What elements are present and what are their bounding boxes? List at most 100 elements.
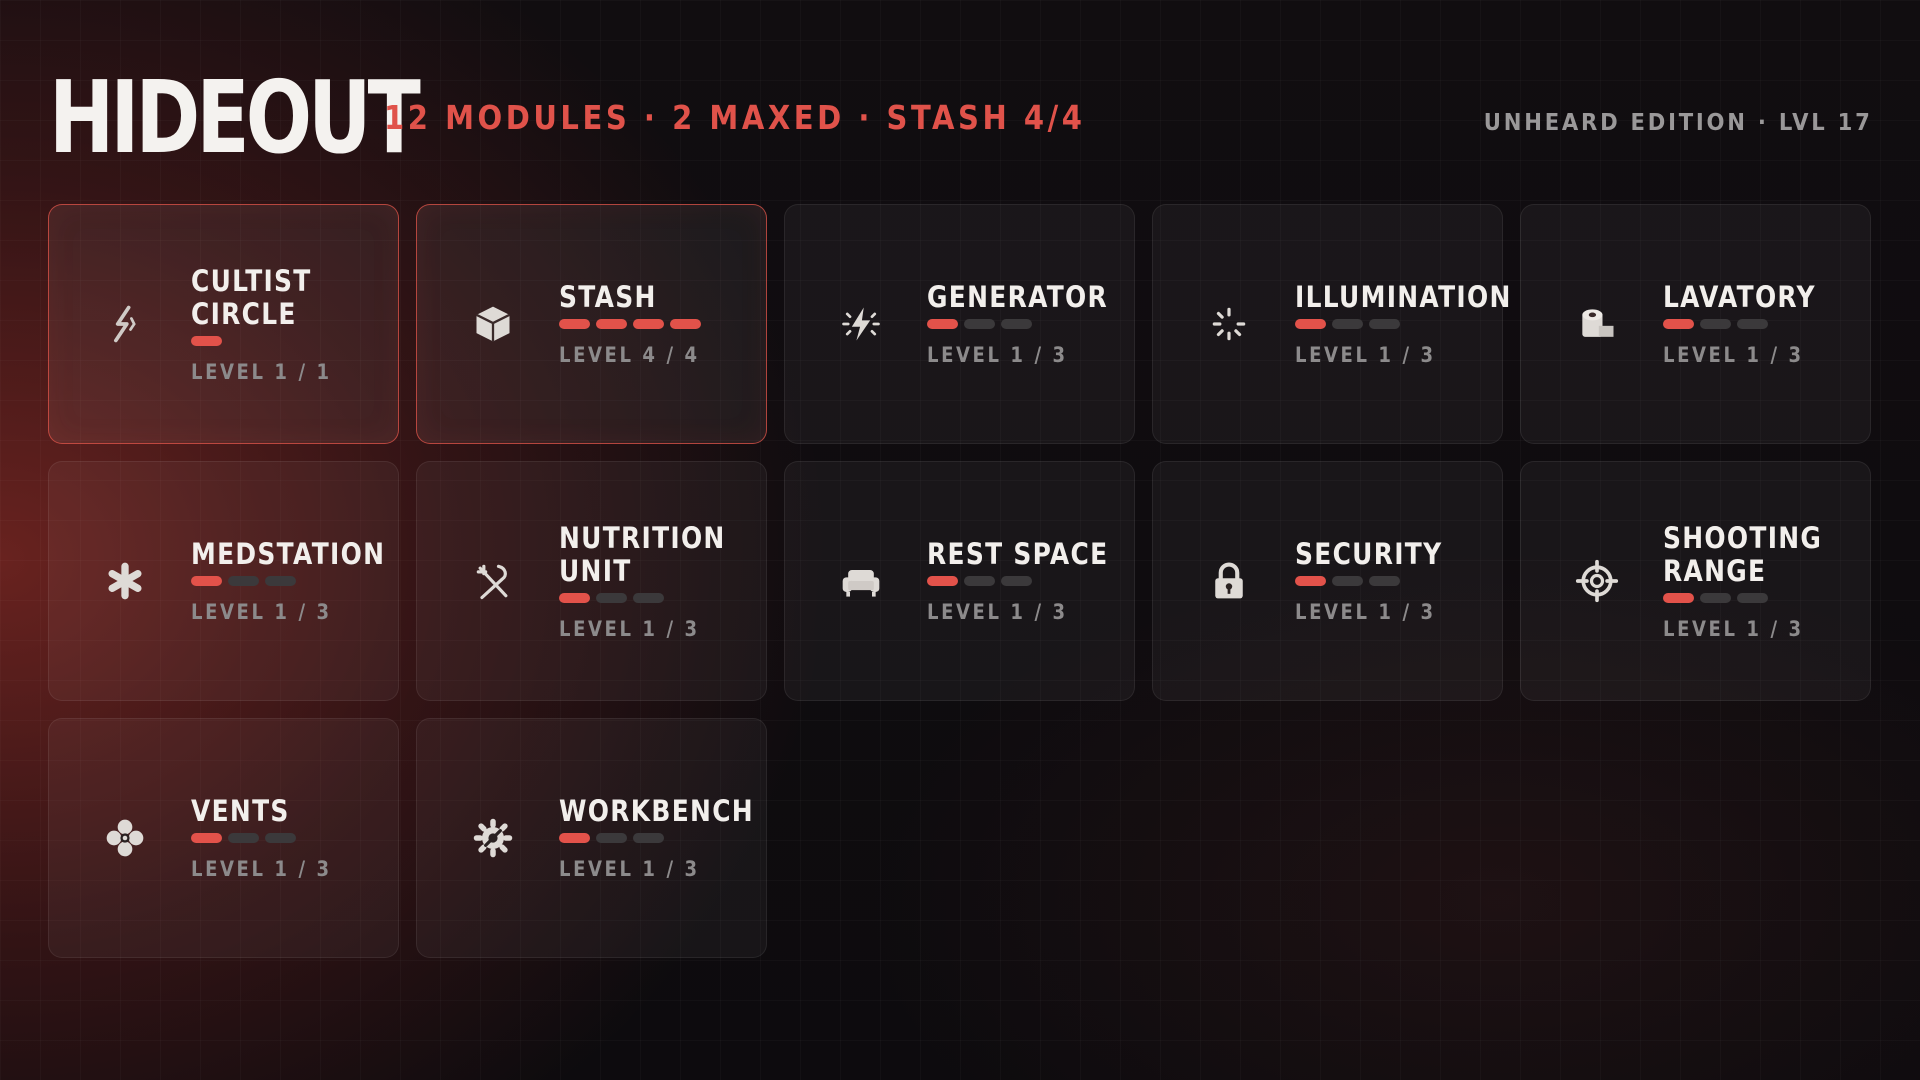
- module-card-medstation[interactable]: MEDSTATION LEVEL 1 / 3: [48, 461, 399, 701]
- level-pip-empty: [633, 833, 664, 843]
- module-level-label: LEVEL 1 / 3: [927, 600, 1068, 624]
- level-pip-empty: [596, 833, 627, 843]
- level-pip-empty: [1737, 319, 1768, 329]
- module-name: STASH: [559, 280, 657, 314]
- page-header: HIDEOUT 12 MODULES · 2 MAXED · STASH 4/4…: [49, 58, 1873, 178]
- medical-asterisk-icon: [101, 557, 149, 605]
- hideout-summary: 12 MODULES · 2 MAXED · STASH 4/4: [384, 98, 1086, 137]
- level-pip-empty: [1332, 319, 1363, 329]
- cultist-rune-icon: [101, 300, 149, 348]
- module-level-label: LEVEL 1 / 3: [927, 343, 1068, 367]
- level-pip-filled: [1663, 592, 1694, 603]
- module-info: MEDSTATION LEVEL 1 / 3: [191, 462, 388, 700]
- module-info: VENTS LEVEL 1 / 3: [191, 719, 388, 957]
- module-info: SHOOTING RANGE LEVEL 1 / 3: [1663, 462, 1860, 700]
- module-card-illumination[interactable]: ILLUMINATION LEVEL 1 / 3: [1152, 204, 1512, 444]
- level-pip-filled: [559, 319, 590, 329]
- module-level-label: LEVEL 1 / 3: [191, 857, 332, 881]
- module-card-workbench[interactable]: WORKBENCH LEVEL 1 / 3: [416, 718, 767, 958]
- level-pip-empty: [265, 576, 296, 586]
- level-progress: [559, 833, 756, 843]
- padlock-icon: [1205, 557, 1253, 605]
- level-pip-empty: [1332, 576, 1363, 586]
- module-level-label: LEVEL 1 / 3: [1295, 343, 1436, 367]
- module-info: SECURITY LEVEL 1 / 3: [1295, 462, 1492, 700]
- level-pip-filled: [1663, 319, 1694, 329]
- module-name: ILLUMINATION: [1295, 280, 1512, 314]
- level-progress: [191, 833, 388, 843]
- module-card-shooting-range[interactable]: SHOOTING RANGE LEVEL 1 / 3: [1520, 461, 1871, 701]
- module-card-vents[interactable]: VENTS LEVEL 1 / 3: [48, 718, 399, 958]
- level-pip-filled: [559, 592, 590, 603]
- module-card-cultist-circle[interactable]: CULTIST CIRCLE LEVEL 1 / 1: [48, 204, 399, 444]
- lightning-icon: [837, 300, 885, 348]
- module-info: GENERATOR LEVEL 1 / 3: [927, 205, 1124, 443]
- level-progress: [191, 335, 388, 346]
- level-pip-empty: [633, 592, 664, 603]
- level-pip-empty: [1001, 576, 1032, 586]
- level-pip-filled: [191, 833, 222, 843]
- edition-level-label: UNHEARD EDITION · LVL 17: [1484, 110, 1873, 136]
- level-pip-filled: [191, 335, 222, 346]
- level-pip-filled: [927, 576, 958, 586]
- level-progress: [559, 319, 756, 329]
- module-level-label: LEVEL 1 / 3: [1295, 600, 1436, 624]
- level-pip-filled: [191, 576, 222, 586]
- module-level-label: LEVEL 1 / 3: [1663, 616, 1804, 641]
- level-pip-filled: [596, 319, 627, 329]
- level-pip-empty: [596, 592, 627, 603]
- level-pip-filled: [633, 319, 664, 329]
- module-name: REST SPACE: [927, 537, 1109, 571]
- module-info: WORKBENCH LEVEL 1 / 3: [559, 719, 756, 957]
- module-info: CULTIST CIRCLE LEVEL 1 / 1: [191, 205, 388, 443]
- level-pip-empty: [1737, 592, 1768, 603]
- module-name: GENERATOR: [927, 280, 1109, 314]
- level-pip-filled: [1295, 319, 1326, 329]
- level-pip-empty: [964, 319, 995, 329]
- level-pip-empty: [228, 833, 259, 843]
- level-pip-filled: [670, 319, 701, 329]
- level-pip-empty: [1369, 576, 1400, 586]
- module-name: MEDSTATION: [191, 537, 386, 571]
- module-name: SHOOTING RANGE: [1663, 520, 1823, 588]
- module-card-security[interactable]: SECURITY LEVEL 1 / 3: [1152, 461, 1503, 701]
- module-level-label: LEVEL 1 / 1: [191, 359, 332, 384]
- fork-knife-icon: [469, 557, 517, 605]
- level-progress: [191, 576, 388, 586]
- level-pip-empty: [1001, 319, 1032, 329]
- page-title: HIDEOUT: [49, 59, 421, 176]
- level-pip-empty: [964, 576, 995, 586]
- module-card-generator[interactable]: GENERATOR LEVEL 1 / 3: [784, 204, 1135, 444]
- level-progress: [1295, 319, 1492, 329]
- gear-wrench-icon: [469, 814, 517, 862]
- module-name: WORKBENCH: [559, 794, 754, 828]
- module-card-rest-space[interactable]: REST SPACE LEVEL 1 / 3: [784, 461, 1135, 701]
- module-info: REST SPACE LEVEL 1 / 3: [927, 462, 1124, 700]
- spinner-light-icon: [1205, 300, 1253, 348]
- module-name: SECURITY: [1295, 537, 1443, 571]
- module-level-label: LEVEL 1 / 3: [559, 616, 700, 641]
- module-name: CULTIST CIRCLE: [191, 263, 312, 331]
- module-level-label: LEVEL 1 / 3: [559, 857, 700, 881]
- module-name: VENTS: [191, 794, 290, 828]
- level-pip-empty: [265, 833, 296, 843]
- cube-icon: [469, 300, 517, 348]
- couch-icon: [837, 557, 885, 605]
- module-level-label: LEVEL 1 / 3: [191, 600, 332, 624]
- module-name: LAVATORY: [1663, 280, 1816, 314]
- level-progress: [1663, 592, 1860, 603]
- level-progress: [927, 576, 1124, 586]
- level-pip-filled: [559, 833, 590, 843]
- level-pip-filled: [1295, 576, 1326, 586]
- level-pip-filled: [927, 319, 958, 329]
- level-progress: [927, 319, 1124, 329]
- crosshair-icon: [1573, 557, 1621, 605]
- level-pip-empty: [1369, 319, 1400, 329]
